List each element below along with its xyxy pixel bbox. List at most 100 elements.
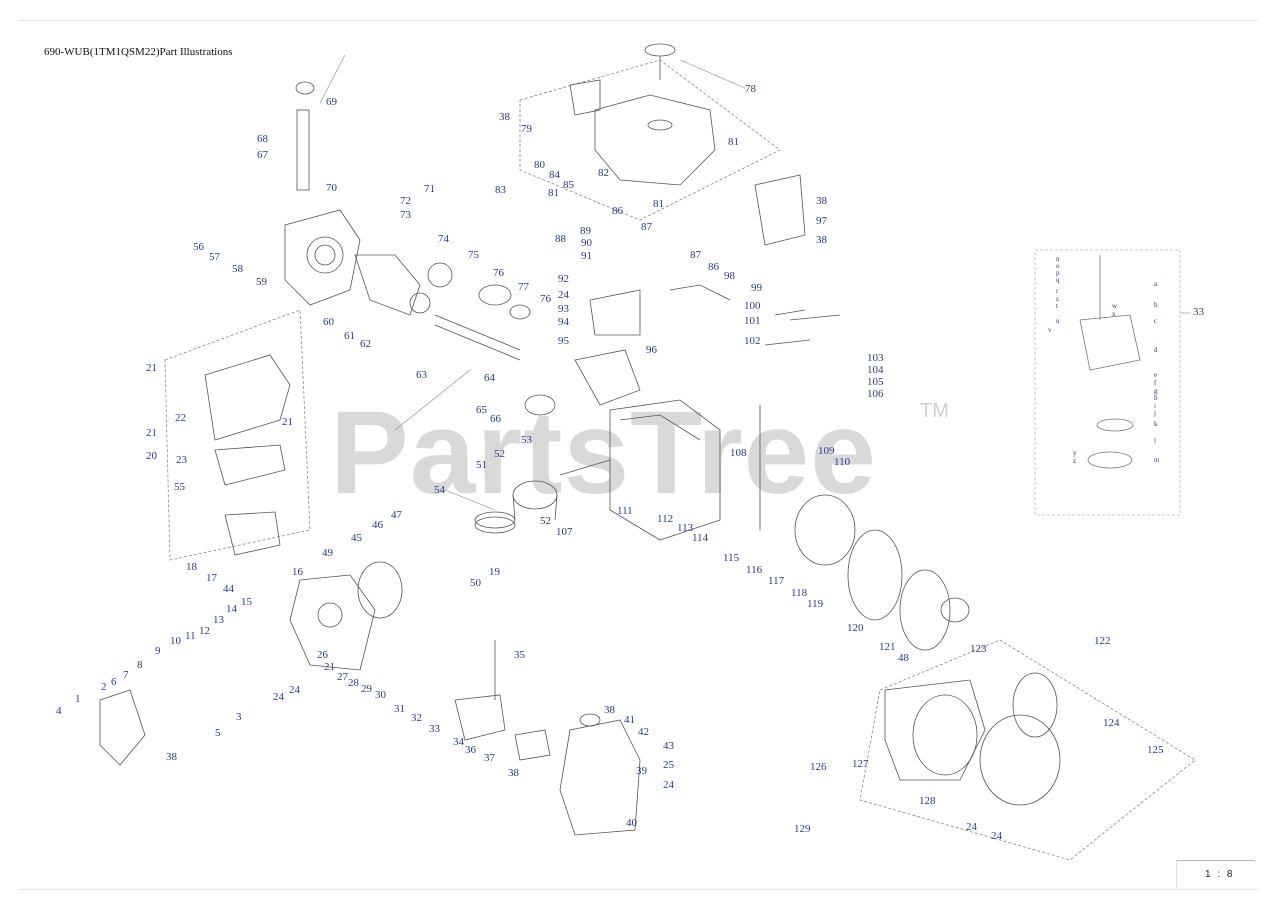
part-callout: 45 <box>351 532 362 544</box>
part-callout: 31 <box>394 703 405 715</box>
part-callout: 32 <box>411 712 422 724</box>
part-callout: 81 <box>653 198 664 210</box>
part-callout: 61 <box>344 330 355 342</box>
inset-letter: k <box>1154 420 1158 428</box>
part-callout: 13 <box>213 614 224 626</box>
leader-lines <box>319 54 1190 511</box>
crankcase-cover <box>289 574 376 671</box>
part-callout: 21 <box>146 427 157 439</box>
inset-letter: e <box>1154 371 1158 379</box>
dipstick <box>295 81 315 191</box>
part-callout: 52 <box>540 515 551 527</box>
blower-housing <box>884 672 1061 806</box>
inset-letter: c <box>1154 317 1158 325</box>
part-callout: 101 <box>744 315 761 327</box>
part-callout: 24 <box>558 289 569 301</box>
part-callout: 113 <box>677 522 694 534</box>
part-callout: 81 <box>548 187 559 199</box>
part-callout: 24 <box>663 779 674 791</box>
part-callout: 42 <box>638 726 649 738</box>
part-callout: 7 <box>123 669 129 681</box>
part-callout: 69 <box>326 96 337 108</box>
group-outlines <box>164 59 1196 861</box>
part-callout: 104 <box>867 364 884 376</box>
part-callout: 52 <box>494 448 505 460</box>
inset-letter: g <box>1154 387 1158 395</box>
part-callout: 21 <box>324 661 335 673</box>
part-callout: 83 <box>495 184 506 196</box>
part-callout: 8 <box>137 659 143 671</box>
part-callout: 50 <box>470 577 481 589</box>
part-callout: 123 <box>970 643 987 655</box>
part-callout: 41 <box>624 714 635 726</box>
part-callout: 91 <box>581 250 592 262</box>
part-callout: 128 <box>919 795 936 807</box>
part-callout: 38 <box>604 704 615 716</box>
part-callout: 81 <box>728 136 739 148</box>
part-callout: 27 <box>337 671 348 683</box>
part-callout: 38 <box>816 195 827 207</box>
part-callout: 76 <box>540 293 551 305</box>
part-callout: 40 <box>626 817 637 829</box>
inset-letter: v <box>1048 326 1052 334</box>
part-callout: 11 <box>185 630 196 642</box>
part-callout: 127 <box>852 758 869 770</box>
part-callout: 103 <box>867 352 884 364</box>
inset-letter: o <box>1056 262 1060 270</box>
tank-bracket <box>754 174 806 246</box>
part-callout: 62 <box>360 338 371 350</box>
part-callout: 26 <box>317 649 328 661</box>
part-callout: 24 <box>991 830 1002 842</box>
page-title: 690-WUB(1TM1QSM22)Part Illustrations <box>44 46 233 58</box>
part-callout: 87 <box>690 249 701 261</box>
part-callout: 84 <box>549 169 560 181</box>
flywheel <box>794 494 970 651</box>
part-callout: 119 <box>807 598 824 610</box>
part-callout: 43 <box>663 740 674 752</box>
scale-box <box>1176 860 1255 887</box>
part-callout: 33 <box>1193 306 1204 318</box>
part-callout: 51 <box>476 459 487 471</box>
inset-letter: x <box>1112 310 1116 318</box>
part-callout: 82 <box>598 167 609 179</box>
inset-letter: i <box>1154 402 1156 410</box>
part-callout: 39 <box>636 765 647 777</box>
left-bracket <box>569 79 601 116</box>
cylinder-block <box>609 399 721 541</box>
part-callout: 14 <box>226 603 237 615</box>
part-callout: 125 <box>1147 744 1164 756</box>
part-callout: 80 <box>534 159 545 171</box>
muffler <box>204 354 291 486</box>
part-callout: 19 <box>489 566 500 578</box>
part-callout: 76 <box>493 267 504 279</box>
part-callout: 63 <box>416 369 427 381</box>
part-callout: 75 <box>468 249 479 261</box>
part-callout: 71 <box>424 183 435 195</box>
inset-letter: u <box>1056 317 1060 325</box>
inset-letter: f <box>1154 379 1157 387</box>
part-callout: 78 <box>745 83 756 95</box>
part-callout: 122 <box>1094 635 1111 647</box>
part-callout: 115 <box>723 552 740 564</box>
part-callout: 67 <box>257 149 268 161</box>
part-callout: 77 <box>518 281 529 293</box>
part-callout: 17 <box>206 572 217 584</box>
inset-letter: w <box>1112 302 1118 310</box>
part-callout: 5 <box>215 727 221 739</box>
part-callout: 59 <box>256 276 267 288</box>
part-callout: 95 <box>558 335 569 347</box>
part-callout: 68 <box>257 133 268 145</box>
part-callout: 99 <box>751 282 762 294</box>
inset-carburetor <box>1079 255 1141 469</box>
part-callout: 107 <box>556 526 573 538</box>
trademark-mark: TM <box>920 400 949 422</box>
part-callout: 25 <box>663 759 674 771</box>
part-callout: 24 <box>289 684 300 696</box>
inset-letter: y <box>1073 449 1077 457</box>
fuel-tank <box>594 43 716 186</box>
part-callout: 55 <box>174 481 185 493</box>
cylinder-head <box>224 511 281 556</box>
part-callout: 109 <box>818 445 835 457</box>
part-callout: 29 <box>361 683 372 695</box>
inset-letter: z <box>1073 457 1077 465</box>
